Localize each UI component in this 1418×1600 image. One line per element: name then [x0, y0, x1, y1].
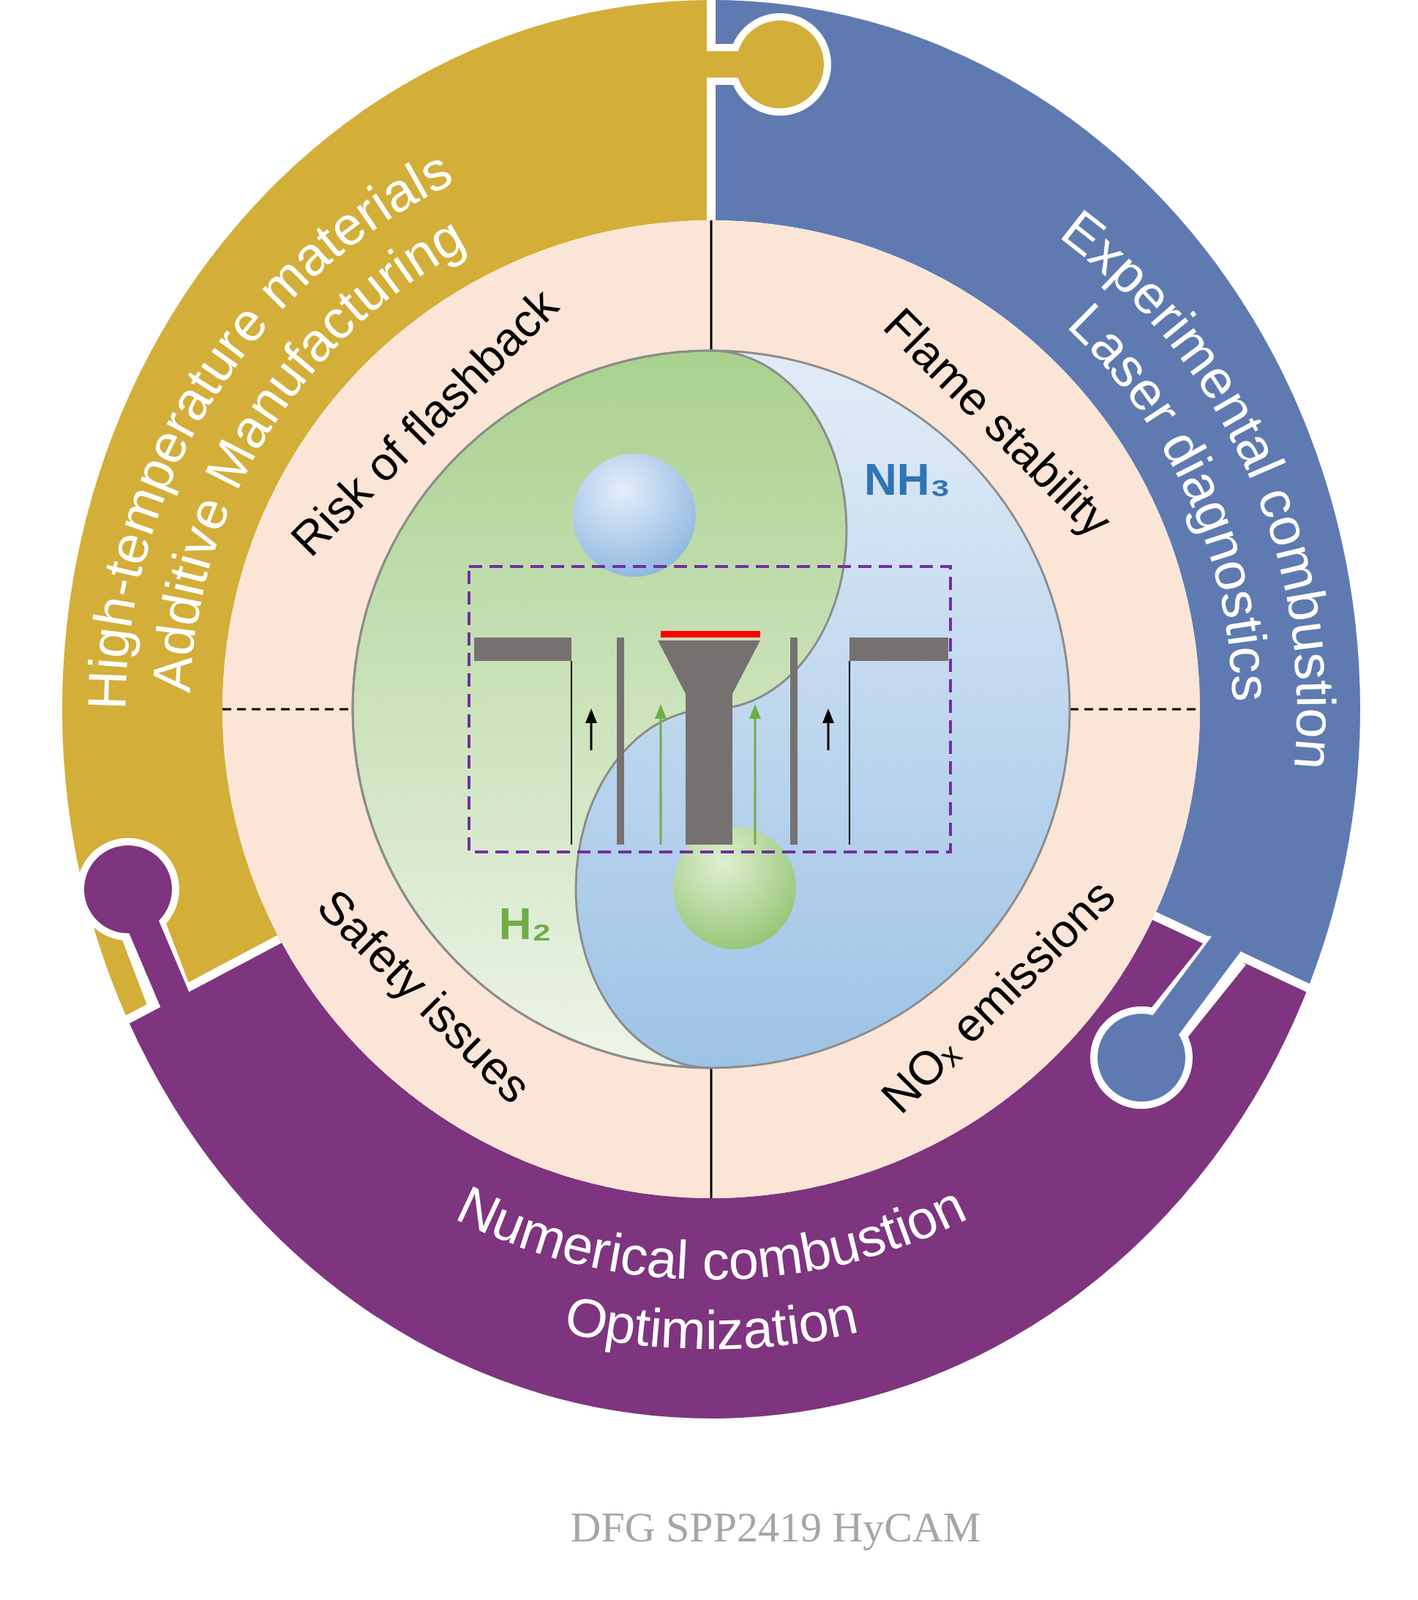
combustor-wall: [849, 637, 949, 661]
flow-arrow: [590, 720, 593, 750]
separator-line: [1069, 708, 1200, 711]
hydrogen-half: [352, 350, 847, 1068]
puzzle-knob: [736, 20, 824, 109]
combustor-wall: [474, 637, 572, 661]
flow-arrow-head: [822, 708, 835, 723]
ammonia-half: [352, 350, 1070, 1068]
flow-arrow-head: [585, 708, 598, 723]
flow-arrow: [827, 720, 830, 750]
puzzle-knob-outline: [728, 13, 832, 116]
center-outline: [352, 350, 1070, 1068]
fuel-arrow-head: [749, 703, 761, 719]
fuel-arrow: [754, 717, 757, 845]
ammonia-dot: [572, 453, 696, 577]
domain-frame: [469, 566, 951, 852]
inner-duct: [616, 637, 625, 845]
caption: DFG SPP2419 HyCAM: [570, 1503, 982, 1551]
outer-duct: [848, 660, 851, 845]
fuel-arrow-head: [654, 703, 667, 719]
bluff-body-face: [660, 630, 761, 638]
fuel-arrow: [659, 717, 663, 845]
hydrogen-dot: [673, 826, 797, 949]
puzzle-knob: [84, 845, 172, 933]
separator-line: [710, 1067, 713, 1198]
band-text: Numerical combustion: [444, 1177, 978, 1296]
band-gap: [706, 0, 716, 221]
separator-line: [710, 220, 713, 351]
fuel-label: H₂: [499, 898, 552, 949]
inner-duct: [790, 637, 798, 845]
puzzle-knob: [1097, 1013, 1186, 1102]
bluff-body: [657, 640, 761, 845]
separator-line: [222, 708, 353, 711]
outer-duct: [570, 660, 573, 845]
fuel-label: NH₃: [864, 454, 951, 505]
band-text: Optimization: [556, 1287, 866, 1365]
puzzle-knob-outline: [76, 837, 180, 941]
